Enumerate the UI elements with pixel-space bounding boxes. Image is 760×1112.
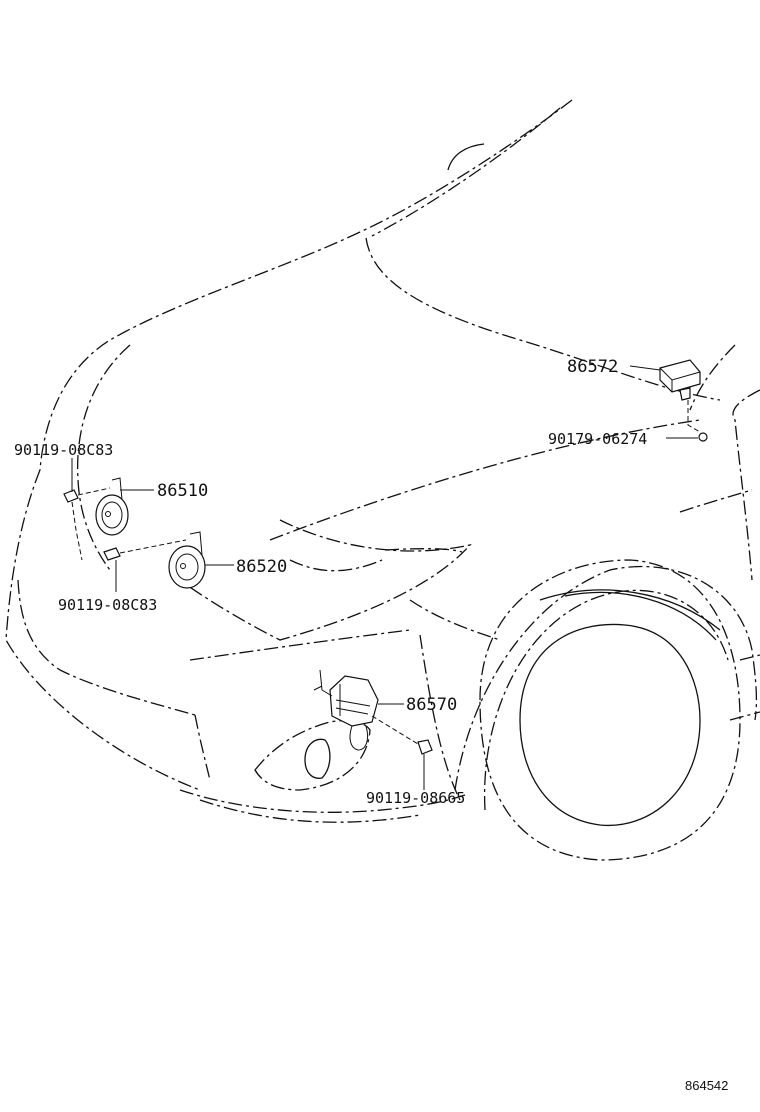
part-labels: 86572 90179-06274 90119-08C83 86510 8652… (14, 357, 728, 1093)
label-90179-06274: 90179-06274 (548, 430, 647, 448)
label-86572: 86572 (567, 357, 618, 377)
part-86570-shape (313, 669, 433, 755)
label-90119-08c83-bottom: 90119-08C83 (58, 596, 157, 614)
label-86520: 86520 (236, 557, 287, 577)
label-86510: 86510 (157, 481, 208, 501)
part-86572-shape (659, 359, 708, 442)
vehicle-outline (5, 99, 760, 861)
illustration-id: 864542 (685, 1078, 728, 1093)
part-86510-horn (63, 477, 129, 561)
label-90119-08665: 90119-08665 (366, 789, 465, 807)
leader-lines (71, 365, 698, 790)
label-86570: 86570 (406, 695, 457, 715)
label-90119-08c83-top: 90119-08C83 (14, 441, 113, 459)
part-86520-horn (103, 531, 206, 589)
